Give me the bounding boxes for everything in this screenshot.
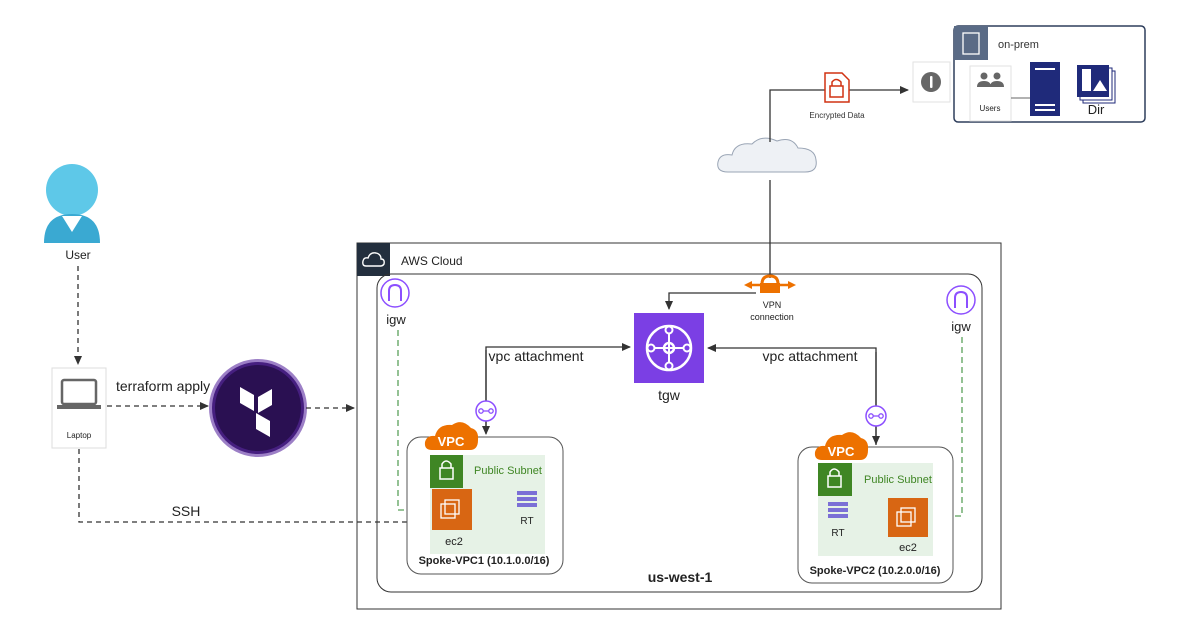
aws-cloud-icon bbox=[357, 243, 390, 276]
directory-icon bbox=[1077, 65, 1116, 104]
vpc1-rt-label: RT bbox=[520, 516, 533, 527]
ssh-label: SSH bbox=[172, 503, 201, 519]
ssh-edge bbox=[78, 449, 429, 526]
laptop-node bbox=[51, 367, 107, 449]
encrypted-data-icon bbox=[824, 72, 850, 103]
vpn-label-line2: connection bbox=[750, 312, 794, 322]
vpc1-route-table-icon bbox=[517, 491, 537, 507]
vpc2-subnet-lock-icon bbox=[818, 463, 852, 496]
building-icon bbox=[954, 26, 988, 60]
igw-left-icon bbox=[380, 278, 410, 308]
cloud-to-onprem-edge bbox=[769, 86, 909, 142]
aws-cloud-label: AWS Cloud bbox=[401, 254, 463, 268]
vpc2-cloud-icon bbox=[814, 432, 869, 460]
aws-cloud-group bbox=[356, 242, 1002, 610]
vpc1-cloud-icon bbox=[424, 422, 479, 450]
vpc2-tag: VPC bbox=[828, 444, 855, 459]
vpn-label-line1: VPN bbox=[763, 300, 782, 310]
dir-label: Dir bbox=[1088, 102, 1105, 117]
users-icon bbox=[977, 72, 1004, 87]
vpc1-ec2-icon bbox=[432, 489, 472, 530]
vpc1-subnet-lock-icon bbox=[430, 455, 463, 488]
server-icon bbox=[1030, 62, 1060, 116]
on-prem-label: on-prem bbox=[998, 39, 1039, 51]
encrypted-data-label: Encrypted Data bbox=[809, 111, 865, 120]
vpc2-ec2-icon bbox=[888, 498, 928, 537]
terraform-logo-icon bbox=[209, 359, 307, 457]
vpc-attachment-left-label: vpc attachment bbox=[489, 348, 584, 364]
vpc-attachment-right-label: vpc attachment bbox=[763, 348, 858, 364]
vpc1-name: Spoke-VPC1 (10.1.0.0/16) bbox=[419, 555, 550, 567]
vpn-to-tgw-edge bbox=[665, 292, 756, 310]
vpc2-subnet-label: Public Subnet bbox=[864, 474, 932, 486]
vpc-attachment-right-icon bbox=[865, 405, 887, 427]
vpc2-ec2-label: ec2 bbox=[899, 542, 917, 554]
vpc2-route-table-icon bbox=[828, 502, 848, 518]
vpn-connection-icon bbox=[744, 274, 796, 293]
vpc1-tag: VPC bbox=[438, 434, 465, 449]
user-icon bbox=[44, 164, 100, 243]
internet-cloud-icon bbox=[717, 137, 817, 173]
region-group bbox=[376, 273, 983, 593]
users-label: Users bbox=[980, 104, 1001, 113]
tgw-label: tgw bbox=[658, 387, 681, 403]
region-label: us-west-1 bbox=[648, 569, 713, 585]
vpc1-subnet-label: Public Subnet bbox=[474, 465, 542, 477]
laptop-label: Laptop bbox=[67, 431, 92, 440]
igw-left-label: igw bbox=[386, 312, 406, 327]
terraform-apply-label: terraform apply bbox=[116, 378, 210, 394]
vpc1-ec2-label: ec2 bbox=[445, 536, 463, 548]
vpc2-rt-label: RT bbox=[831, 528, 844, 539]
vpc2-name: Spoke-VPC2 (10.2.0.0/16) bbox=[810, 565, 941, 577]
user-label: User bbox=[65, 248, 90, 262]
transit-gateway-icon bbox=[634, 313, 704, 383]
users-node bbox=[969, 65, 1012, 122]
igw-right-icon bbox=[946, 285, 976, 315]
igw-right-label: igw bbox=[951, 319, 971, 334]
vpc-attachment-left-icon bbox=[475, 400, 497, 422]
laptop-icon bbox=[60, 378, 98, 406]
